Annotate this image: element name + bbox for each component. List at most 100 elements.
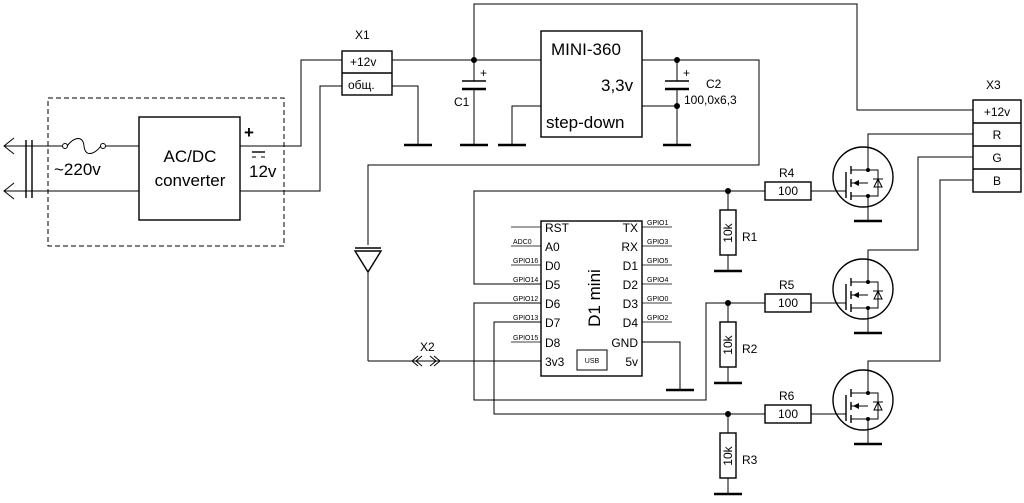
- d1-left-pin-d0: D0: [545, 259, 561, 273]
- x3-pin-label: R: [993, 128, 1002, 142]
- gate-resistor-ref: R5: [779, 278, 795, 292]
- x2-ref: X2: [420, 340, 435, 354]
- junction-dot: [866, 417, 870, 421]
- converter-output-label: 12v: [249, 162, 277, 181]
- d1-left-gpio-label: ADC0: [513, 239, 532, 246]
- wire-plus12v: [240, 59, 342, 147]
- d1-left-pin-d7: D7: [545, 316, 561, 330]
- gate-resistor: [764, 293, 812, 313]
- junction-dot: [866, 194, 870, 198]
- d1-right-pin-gnd: GND: [611, 336, 638, 350]
- d1-right-gpio-label: GPIO1: [647, 220, 669, 227]
- c1-ref: C1: [454, 95, 470, 109]
- x2-connector-symbol: [411, 355, 441, 367]
- mosfet: [830, 369, 894, 446]
- junction-dot: [866, 280, 870, 284]
- body-diode: [873, 289, 883, 300]
- gate-resistor: [764, 181, 812, 201]
- mosfet-body: [832, 369, 894, 431]
- wire-common: [240, 85, 342, 192]
- mini360-title: MINI-360: [551, 40, 621, 59]
- body-arrow: [853, 403, 859, 409]
- d1-left-gpio-label: GPIO15: [513, 335, 538, 342]
- c2-value: 100,0x6,3: [684, 93, 737, 107]
- d1-right-pin-5v: 5v: [625, 355, 638, 369]
- d1-right-pin-d2: D2: [623, 278, 639, 292]
- wire-common-gnd: [392, 85, 419, 145]
- body-diode: [873, 400, 883, 411]
- d1-left-pin-d6: D6: [545, 297, 561, 311]
- d1-right-pin-d1: D1: [623, 259, 639, 273]
- c1-polarity: +: [480, 66, 487, 80]
- mosfet: [830, 146, 894, 223]
- capacitor-c1: [460, 60, 488, 147]
- pulldown-ref: R1: [742, 230, 758, 244]
- usb-port: [576, 349, 608, 371]
- body-arrow: [853, 180, 859, 186]
- gate-resistor-value: 100: [778, 184, 798, 198]
- junction-dot: [866, 168, 870, 172]
- d1-right-pin-d4: D4: [623, 316, 639, 330]
- ac-voltage-label: ~220v: [54, 160, 101, 179]
- body-arrow: [853, 292, 859, 298]
- x1-ref: X1: [355, 28, 370, 42]
- body-diode: [873, 177, 883, 188]
- x3-pin-label: B: [993, 174, 1001, 188]
- d1-left-gpio-label: GPIO14: [513, 277, 538, 284]
- diode: [353, 247, 383, 361]
- mosfet-body: [832, 146, 894, 208]
- x1-pin1: +12v: [350, 55, 376, 69]
- gate-resistor-value: 100: [778, 407, 798, 421]
- acdc-converter-block: [138, 116, 241, 221]
- d1-left-pin-d8: D8: [545, 336, 561, 350]
- x1-pin2: общ.: [348, 78, 375, 92]
- pulldown-value: 10k: [721, 222, 735, 242]
- d1-mini-pins: RSTA0ADC0D0GPIO16D5GPIO14D6GPIO12D7GPIO1…: [511, 220, 672, 369]
- x3-pin-label: +12v: [984, 105, 1010, 119]
- body-diode-lead: [868, 281, 879, 309]
- wire-12v-to-x3: [473, 3, 973, 111]
- mini360-voltage: 3,3v: [601, 76, 634, 95]
- d1-left-pin-3v3: 3v3: [545, 355, 565, 369]
- junction-dot: [866, 391, 870, 395]
- pulldown-ref: R2: [742, 342, 758, 356]
- mini360-subtitle: step-down: [546, 113, 624, 132]
- wire-3v3-out: [367, 59, 760, 245]
- wire-d7: [493, 321, 830, 415]
- wire-gnd: [642, 341, 681, 390]
- gate-resistor-ref: R4: [779, 166, 795, 180]
- mini360-module: [540, 30, 643, 138]
- junction-dot: [866, 306, 870, 310]
- mosfet: [830, 258, 894, 335]
- converter-plus-sign: +: [244, 123, 254, 142]
- drain-to-x3-r: [867, 133, 973, 151]
- x3-ref: X3: [986, 78, 1001, 92]
- d1-right-gpio-label: GPIO0: [647, 296, 669, 303]
- gate-resistor-value: 100: [778, 296, 798, 310]
- pulldown-value: 10k: [721, 334, 735, 354]
- d1-right-pin-rx: RX: [621, 240, 638, 254]
- d1-left-gpio-label: GPIO16: [513, 258, 538, 265]
- mosfet-body: [832, 258, 894, 320]
- d1-left-gpio-label: GPIO12: [513, 296, 538, 303]
- body-diode-lead: [868, 169, 879, 197]
- d1-right-pin-d3: D3: [623, 297, 639, 311]
- gate-resistor: [764, 404, 812, 424]
- wire-d5: [473, 190, 830, 285]
- d1-right-pin-tx: TX: [623, 221, 638, 235]
- x3-pin-label: G: [992, 151, 1001, 165]
- c2-polarity: +: [683, 66, 690, 80]
- converter-label-line1: AC/DC: [164, 147, 217, 166]
- d1-left-pin-a0: A0: [545, 240, 560, 254]
- usb-label: USB: [585, 358, 600, 365]
- c2-ref: C2: [706, 77, 722, 91]
- converter-label-line2: converter: [155, 171, 226, 190]
- gate-resistor-ref: R6: [779, 389, 795, 403]
- d1-right-gpio-label: GPIO2: [647, 315, 669, 322]
- d1-left-pin-rst: RST: [545, 221, 570, 235]
- pulldown-ref: R3: [742, 453, 758, 467]
- body-diode-lead: [868, 392, 879, 420]
